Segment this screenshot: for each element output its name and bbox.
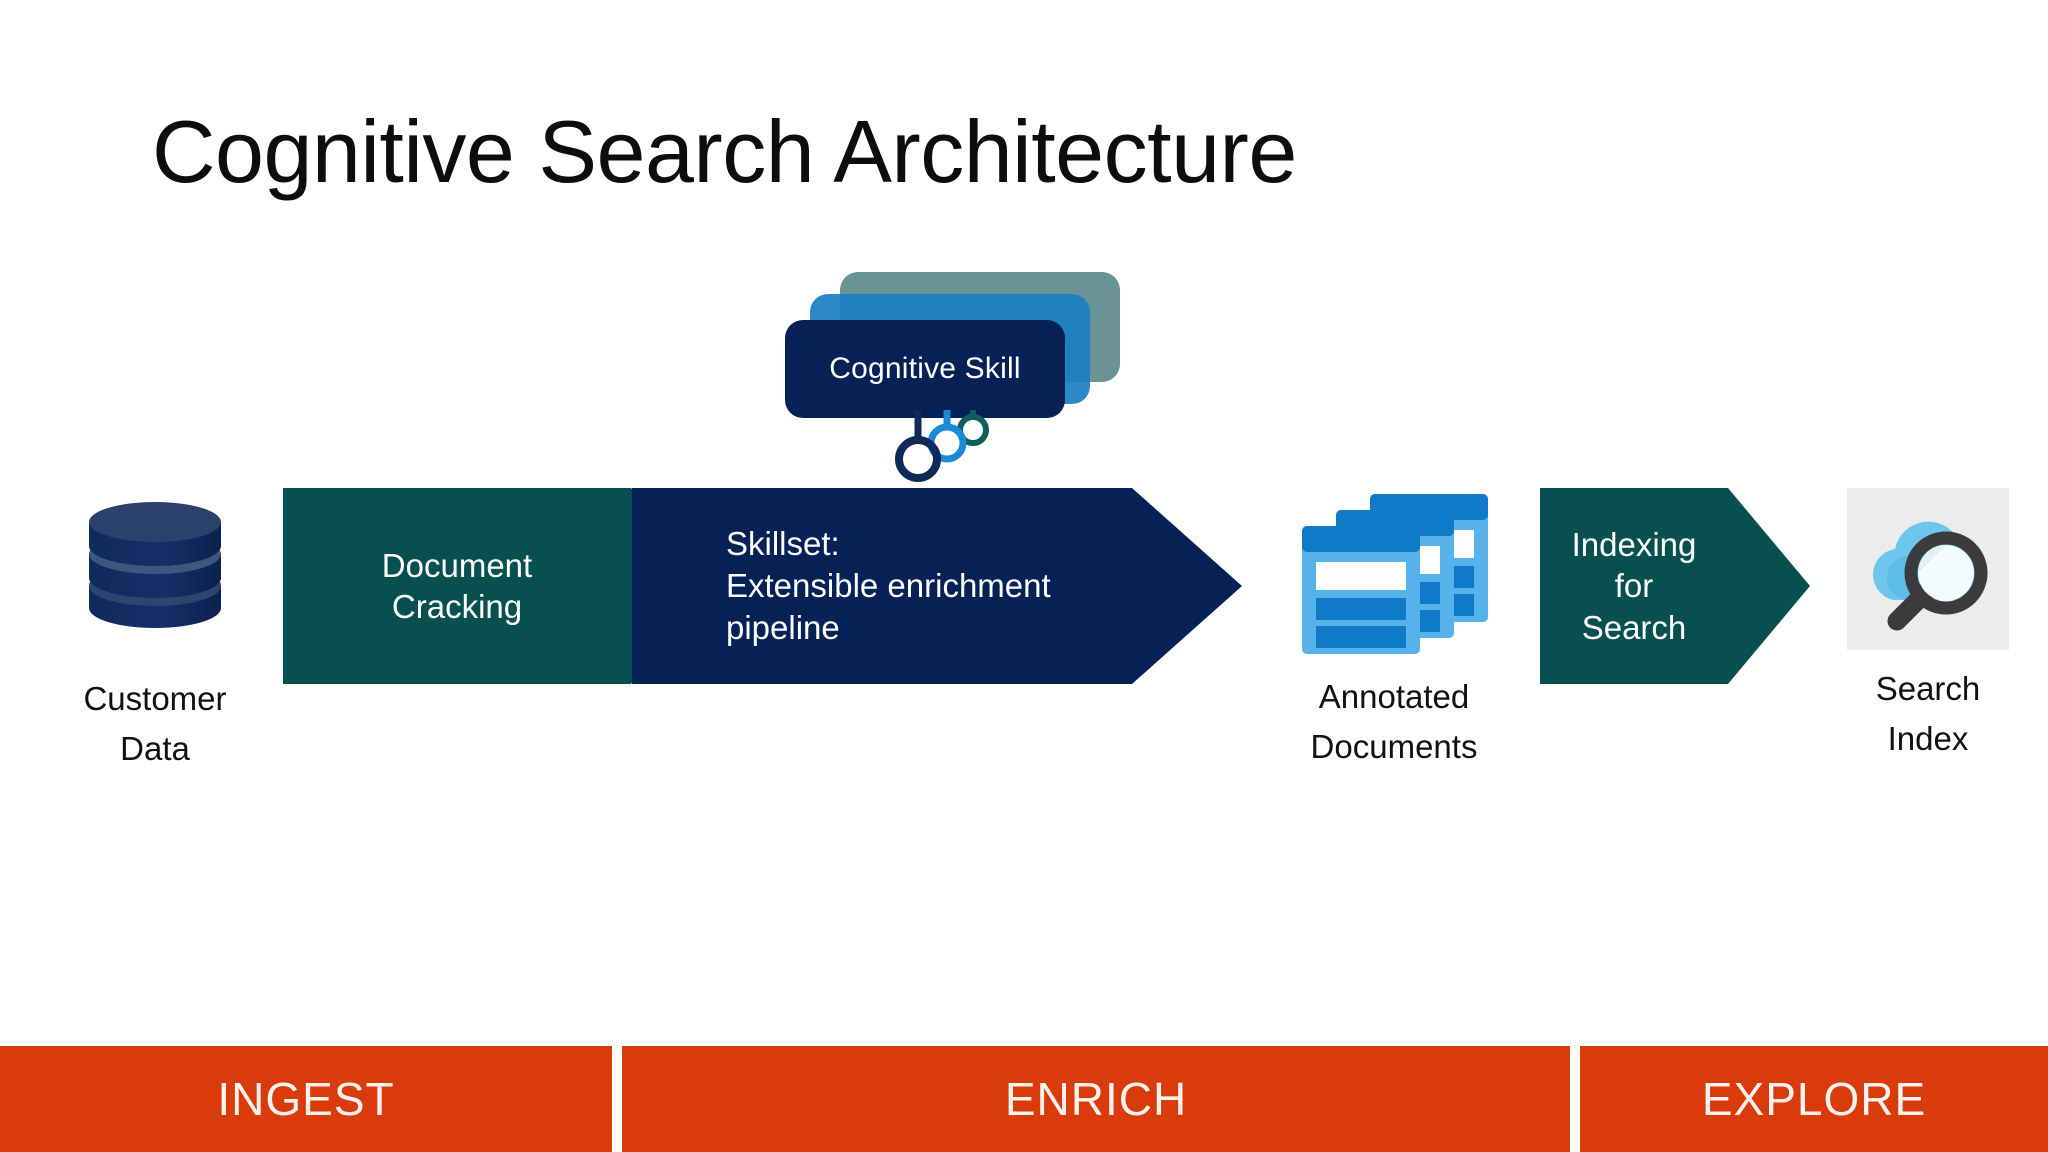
phase-bar-group: INGEST ENRICH EXPLORE: [0, 1046, 2048, 1152]
phase-enrich-label: ENRICH: [1004, 1073, 1188, 1125]
node-annotated-documents-caption: Annotated Documents: [1244, 672, 1544, 771]
caption-line: Customer: [83, 680, 227, 717]
stage-indexing-for-search[interactable]: Indexing for Search: [1540, 488, 1810, 684]
cognitive-skill-group: Cognitive Skill: [785, 272, 1135, 487]
caption-line: Documents: [1310, 727, 1478, 765]
database-icon: [89, 502, 221, 628]
phase-explore-label: EXPLORE: [1701, 1073, 1927, 1125]
page-title: Cognitive Search Architecture: [152, 102, 1297, 201]
stage-skillset[interactable]: Skillset: Extensible enrichment pipeline: [632, 488, 1242, 684]
cloud-search-icon: [1847, 488, 2009, 650]
caption-line: Annotated: [1318, 678, 1470, 715]
phase-ingest[interactable]: INGEST: [0, 1046, 612, 1152]
phase-enrich[interactable]: ENRICH: [622, 1046, 1570, 1152]
node-search-index: Search Index: [1808, 488, 2048, 763]
stage-line: Skillset:: [726, 524, 840, 562]
caption-line: Data: [120, 729, 190, 767]
node-customer-data-caption: Customer Data: [10, 674, 300, 773]
stage-line: Document: [381, 546, 533, 584]
documents-stack-icon: [1302, 494, 1488, 654]
stage-line: Search: [1581, 608, 1687, 646]
node-search-index-caption: Search Index: [1808, 664, 2048, 763]
caption-line: Index: [1887, 719, 1969, 757]
stage-line: pipeline: [726, 609, 840, 647]
pipeline-band: Document Cracking Skillset: Extensible e…: [0, 488, 2048, 684]
stage-line: for: [1614, 567, 1654, 605]
skill-connector-rings: [885, 410, 1005, 490]
stage-line: Cracking: [391, 588, 523, 625]
stage-line: Extensible enrichment: [726, 566, 1051, 604]
cognitive-skill-label: Cognitive Skill: [829, 352, 1021, 385]
phase-ingest-label: INGEST: [217, 1073, 395, 1125]
stage-indexing-text: Indexing for Search: [1540, 488, 1728, 684]
phase-explore[interactable]: EXPLORE: [1580, 1046, 2048, 1152]
caption-line: Search: [1875, 670, 1981, 707]
stage-line: Indexing: [1571, 526, 1697, 564]
rings-svg: [895, 410, 989, 482]
cognitive-skill-card-front[interactable]: Cognitive Skill: [785, 320, 1065, 418]
node-customer-data: Customer Data: [10, 500, 300, 773]
stage-skillset-text: Skillset: Extensible enrichment pipeline: [726, 488, 1156, 684]
stage-document-cracking-text: Document Cracking: [283, 488, 631, 684]
node-annotated-documents: Annotated Documents: [1244, 488, 1544, 771]
